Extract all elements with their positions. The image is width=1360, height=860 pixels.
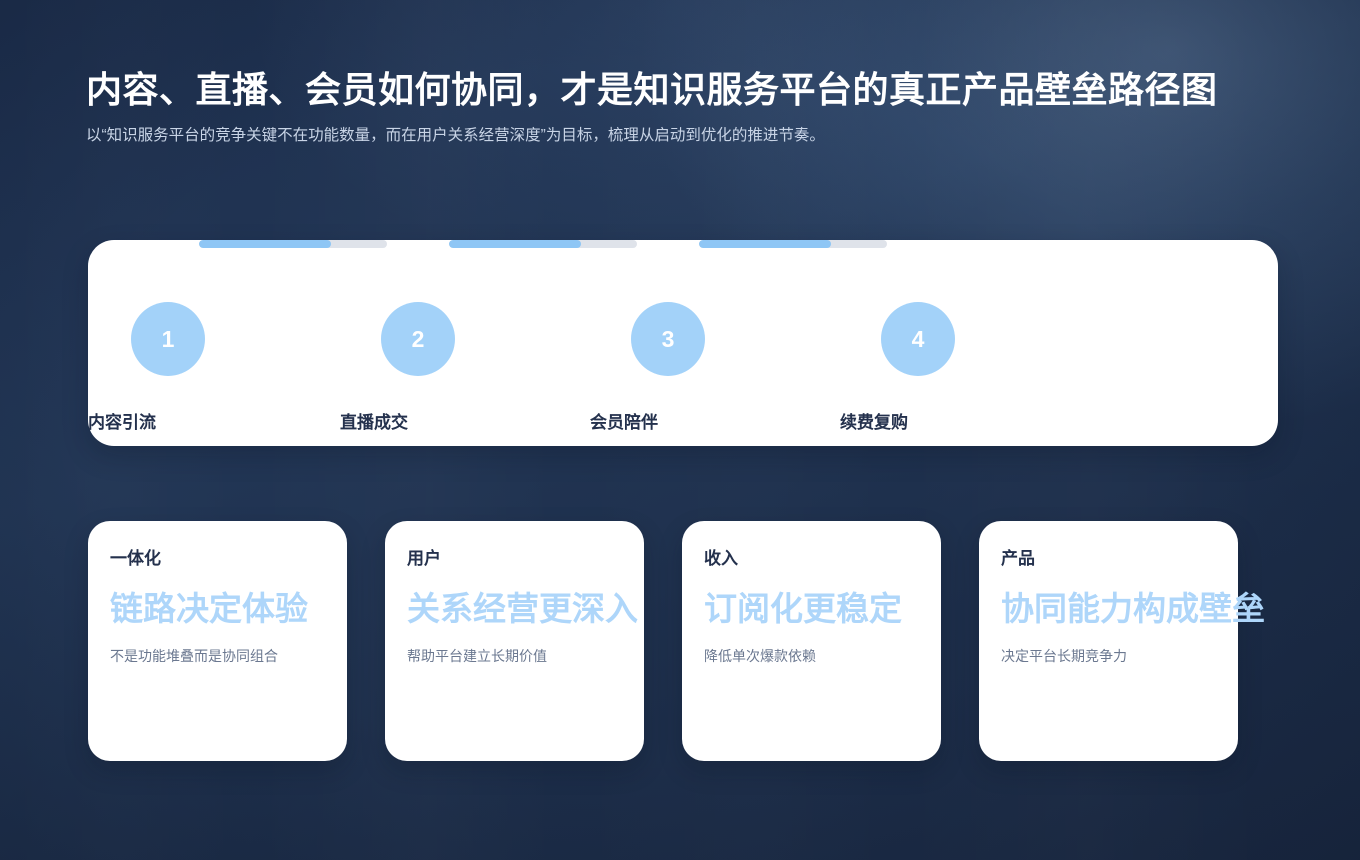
timeline-connector-3 [699, 240, 887, 248]
timeline-panel: 1 内容引流 2 直播成交 3 会员陪伴 4 续费复购 [88, 240, 1278, 446]
timeline-step-node-3[interactable]: 3 [631, 302, 705, 376]
highlight-card-body: 产品协同能力构成壁垒决定平台长期竞争力 [1001, 549, 1265, 667]
highlight-card-description: 不是功能堆叠而是协同组合 [110, 647, 278, 664]
timeline-step-number: 4 [911, 325, 925, 352]
timeline-connector-2 [449, 240, 637, 248]
timeline-step-node-4[interactable]: 4 [881, 302, 955, 376]
page-title: 内容、直播、会员如何协同，才是知识服务平台的真正产品壁垒路径图 [86, 69, 1218, 110]
highlight-card-3[interactable]: 收入订阅化更稳定降低单次爆款依赖 [682, 521, 941, 761]
timeline-step-label-3: 会员陪伴 [590, 413, 658, 432]
timeline-connector-fill [699, 240, 831, 248]
highlight-card-body: 一体化链路决定体验不是功能堆叠而是协同组合 [110, 549, 347, 667]
timeline-step-number: 1 [161, 325, 175, 352]
highlight-card-body: 收入订阅化更稳定降低单次爆款依赖 [704, 549, 941, 667]
timeline-step-node-2[interactable]: 2 [381, 302, 455, 376]
highlight-card-description: 帮助平台建立长期价值 [407, 647, 547, 664]
timeline-step-node-1[interactable]: 1 [131, 302, 205, 376]
timeline-step-label-4: 续费复购 [840, 413, 908, 432]
timeline-step-label-1: 内容引流 [88, 413, 156, 432]
highlight-card-2[interactable]: 用户关系经营更深入帮助平台建立长期价值 [385, 521, 644, 761]
highlight-card-strip: 一体化链路决定体验不是功能堆叠而是协同组合用户关系经营更深入帮助平台建立长期价值… [88, 521, 1278, 761]
highlight-card-body: 用户关系经营更深入帮助平台建立长期价值 [407, 549, 644, 667]
timeline-step-number: 3 [661, 325, 675, 352]
highlight-card-kicker: 收入 [704, 549, 738, 568]
timeline-connector-fill [199, 240, 331, 248]
highlight-card-kicker: 产品 [1001, 549, 1035, 568]
timeline-step-label-2: 直播成交 [340, 413, 408, 432]
highlight-card-kicker: 用户 [407, 549, 441, 568]
timeline-step-number: 2 [411, 325, 425, 352]
highlight-card-kicker: 一体化 [110, 549, 161, 568]
highlight-card-description: 降低单次爆款依赖 [704, 647, 816, 664]
timeline-connector-1 [199, 240, 387, 248]
header: 内容、直播、会员如何协同，才是知识服务平台的真正产品壁垒路径图 以“知识服务平台… [86, 68, 1326, 151]
highlight-card-headline: 协同能力构成壁垒 [1001, 590, 1265, 628]
highlight-card-headline: 链路决定体验 [110, 590, 308, 628]
timeline-connector-fill [449, 240, 581, 248]
highlight-card-description: 决定平台长期竞争力 [1001, 647, 1127, 664]
page-subtitle: 以“知识服务平台的竞争关键不在功能数量，而在用户关系经营深度”为目标，梳理从启动… [86, 126, 825, 144]
highlight-card-headline: 订阅化更稳定 [704, 590, 902, 628]
highlight-card-4[interactable]: 产品协同能力构成壁垒决定平台长期竞争力 [979, 521, 1265, 761]
highlight-card-headline: 关系经营更深入 [407, 590, 638, 628]
timeline: 1 内容引流 2 直播成交 3 会员陪伴 4 续费复购 [88, 240, 1278, 446]
highlight-card-1[interactable]: 一体化链路决定体验不是功能堆叠而是协同组合 [88, 521, 347, 761]
